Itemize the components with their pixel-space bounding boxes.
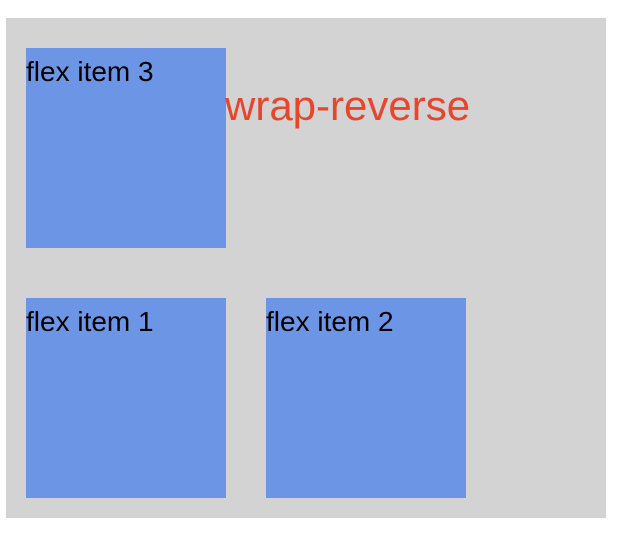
flex-item-3-label: flex item 3 [26, 56, 154, 87]
wrap-mode-label: wrap-reverse [225, 82, 471, 129]
flex-container: flex item 3 flex item 1 flex item 2 wrap… [6, 18, 606, 518]
flex-item-1: flex item 1 [26, 298, 226, 498]
flex-item-1-label: flex item 1 [26, 306, 154, 337]
flex-item-2-label: flex item 2 [266, 306, 394, 337]
flex-item-3: flex item 3 [26, 48, 226, 248]
flex-item-2: flex item 2 [266, 298, 466, 498]
